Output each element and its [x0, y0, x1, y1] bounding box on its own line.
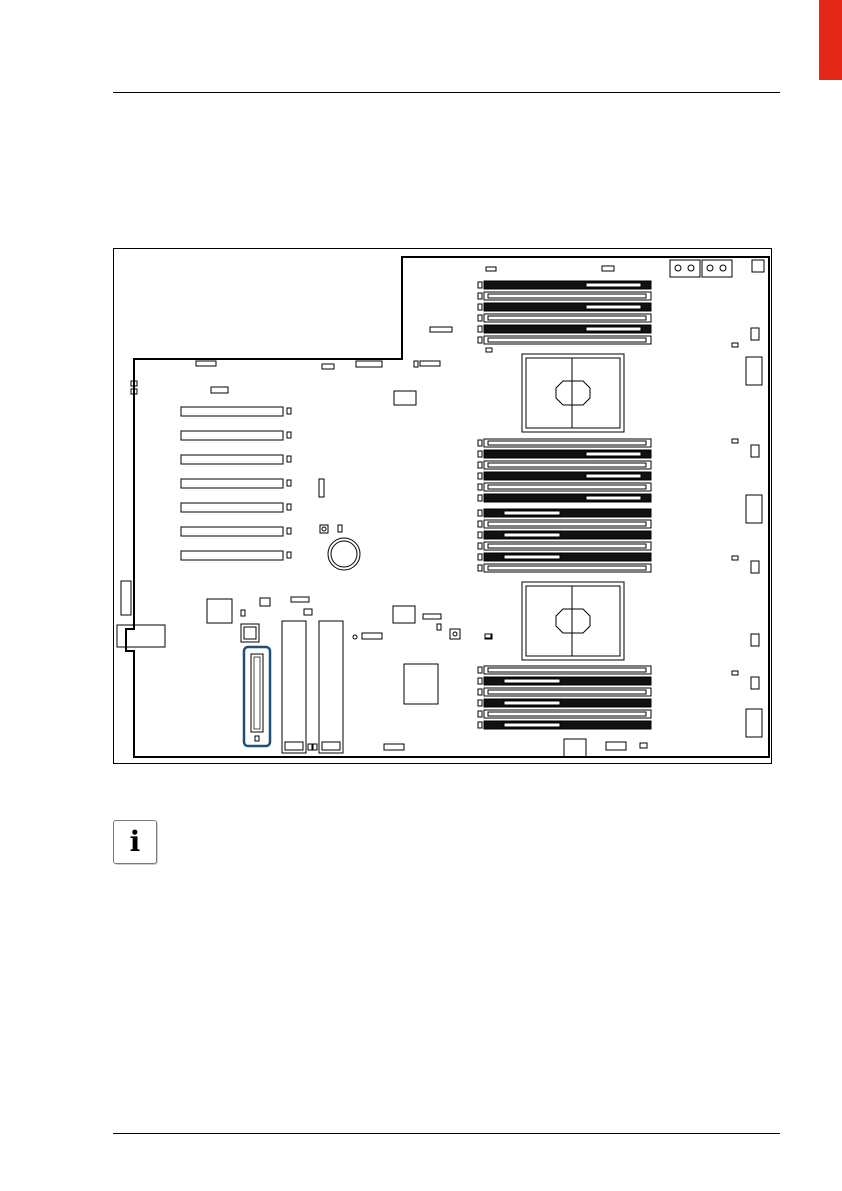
footer-rule — [113, 1133, 780, 1134]
mainboard-diagram — [114, 249, 773, 765]
battery — [328, 538, 360, 570]
header-rule — [113, 92, 780, 93]
info-icon: i — [114, 821, 156, 863]
highlighted-slot — [244, 647, 270, 746]
pci-slots — [181, 407, 291, 560]
cpu-socket-2 — [522, 582, 624, 660]
chapter-tab — [819, 0, 842, 80]
info-note-box: i — [113, 820, 157, 864]
mainboard-figure — [113, 248, 772, 764]
cpu-socket-1 — [522, 354, 624, 432]
dimm-slots — [478, 281, 651, 729]
